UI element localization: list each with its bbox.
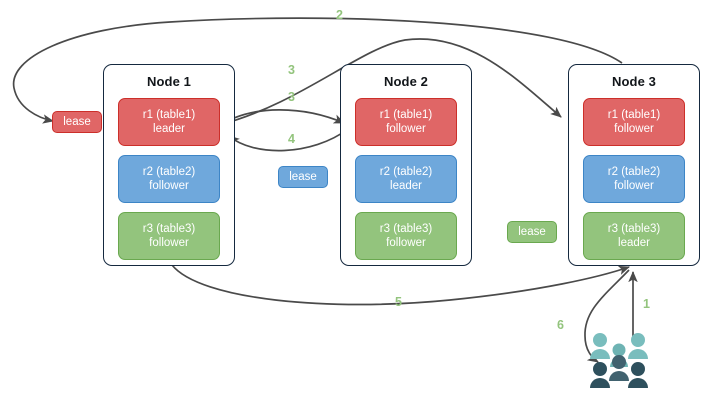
replica-name: r3 (table3): [379, 223, 433, 235]
replica-role: follower: [386, 123, 426, 135]
replica-role: follower: [149, 237, 189, 249]
replica-role: follower: [386, 237, 426, 249]
node-title: Node 1: [147, 74, 191, 89]
node-container-1[interactable]: Node 1 r1 (table1) leader r2 (table2) fo…: [103, 64, 235, 266]
replica-name: r1 (table1): [607, 109, 661, 121]
replica-role: leader: [618, 237, 650, 249]
replica-name: r2 (table2): [607, 166, 661, 178]
replica-r3[interactable]: r3 (table3) leader: [583, 212, 685, 260]
step-label-4: 4: [288, 132, 295, 146]
step-label-5: 5: [395, 295, 402, 309]
step-label-1: 1: [643, 297, 650, 311]
lease-badge-red[interactable]: lease: [52, 111, 102, 133]
replica-r3[interactable]: r3 (table3) follower: [118, 212, 220, 260]
replica-name: r1 (table1): [142, 109, 196, 121]
users-group-icon: [590, 333, 648, 388]
replica-r2[interactable]: r2 (table2) follower: [583, 155, 685, 203]
node-title: Node 3: [612, 74, 656, 89]
replica-role: leader: [390, 180, 422, 192]
replica-r3[interactable]: r3 (table3) follower: [355, 212, 457, 260]
node-container-2[interactable]: Node 2 r1 (table1) follower r2 (table2) …: [340, 64, 472, 266]
lease-badge-green[interactable]: lease: [507, 221, 557, 243]
replica-role: leader: [153, 123, 185, 135]
step-label-3-lower: 3: [288, 90, 295, 104]
replica-name: r1 (table1): [379, 109, 433, 121]
replica-name: r3 (table3): [607, 223, 661, 235]
step-label-3-upper: 3: [288, 63, 295, 77]
replica-name: r2 (table2): [379, 166, 433, 178]
replica-role: follower: [149, 180, 189, 192]
replica-r2[interactable]: r2 (table2) follower: [118, 155, 220, 203]
step-label-2: 2: [336, 8, 343, 22]
replica-role: follower: [614, 123, 654, 135]
replica-r2[interactable]: r2 (table2) leader: [355, 155, 457, 203]
replica-r1[interactable]: r1 (table1) follower: [355, 98, 457, 146]
edge-step-3-to-node2: [218, 109, 345, 127]
replica-role: follower: [614, 180, 654, 192]
node-container-3[interactable]: Node 3 r1 (table1) follower r2 (table2) …: [568, 64, 700, 266]
lease-badge-blue[interactable]: lease: [278, 166, 328, 188]
replica-r1[interactable]: r1 (table1) follower: [583, 98, 685, 146]
step-label-6: 6: [557, 318, 564, 332]
replica-name: r2 (table2): [142, 166, 196, 178]
node-title: Node 2: [384, 74, 428, 89]
replica-r1[interactable]: r1 (table1) leader: [118, 98, 220, 146]
replica-name: r3 (table3): [142, 223, 196, 235]
